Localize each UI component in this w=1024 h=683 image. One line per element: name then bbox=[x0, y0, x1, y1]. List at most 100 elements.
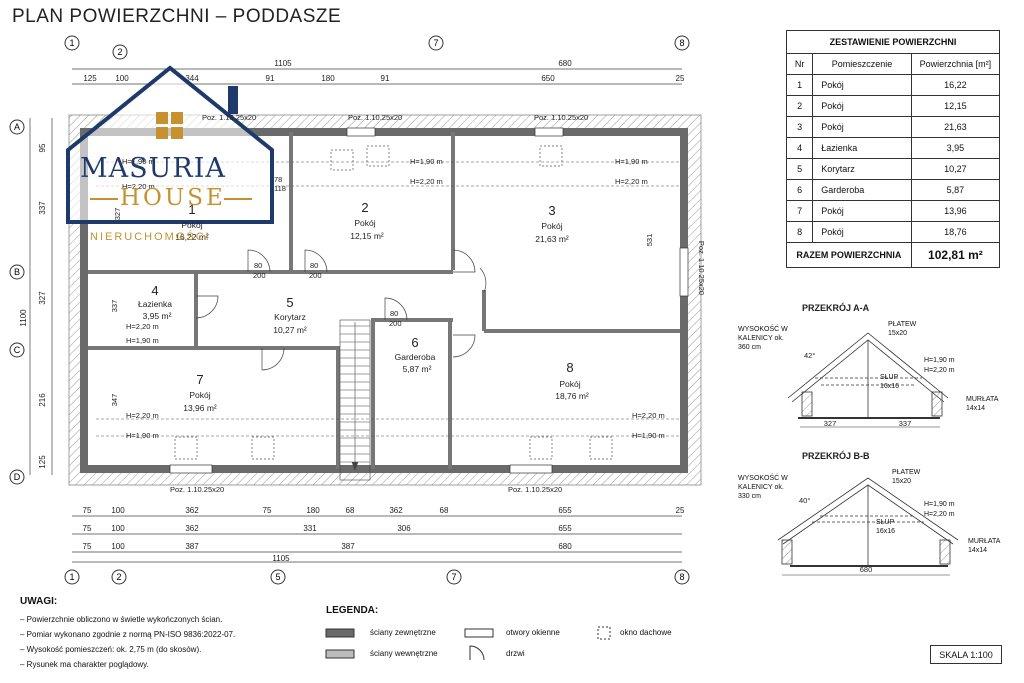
axis-bottom-5: 5 bbox=[270, 569, 286, 585]
svg-text:337: 337 bbox=[899, 419, 912, 428]
svg-text:200: 200 bbox=[309, 271, 322, 280]
svg-text:H=2,20 m: H=2,20 m bbox=[126, 322, 159, 331]
svg-text:Garderoba: Garderoba bbox=[395, 352, 436, 362]
svg-text:10,27 m²: 10,27 m² bbox=[273, 325, 307, 335]
svg-text:B: B bbox=[14, 267, 20, 277]
svg-text:327: 327 bbox=[824, 419, 837, 428]
legend-title: LEGENDA: bbox=[326, 605, 379, 616]
stair-treads bbox=[340, 325, 370, 463]
svg-text:75: 75 bbox=[83, 542, 92, 551]
svg-text:Poz. 1.10.25x20: Poz. 1.10.25x20 bbox=[348, 113, 402, 122]
svg-text:2: 2 bbox=[116, 572, 121, 582]
summary-table: ZESTAWIENIE POWIERZCHNI Nr Pomieszczenie… bbox=[785, 30, 1001, 268]
svg-text:4: 4 bbox=[151, 283, 158, 298]
axis-row-b: B bbox=[9, 264, 25, 280]
svg-text:100: 100 bbox=[111, 524, 125, 533]
scale-box: SKALA 1:100 bbox=[930, 645, 1002, 664]
svg-text:306: 306 bbox=[397, 524, 411, 533]
svg-text:344: 344 bbox=[185, 74, 199, 83]
svg-text:327: 327 bbox=[113, 208, 122, 221]
summary-total-row: RAZEM POWIERZCHNIA 102,81 m² bbox=[786, 242, 1001, 268]
svg-text:75: 75 bbox=[83, 506, 92, 515]
svg-text:5,87 m²: 5,87 m² bbox=[403, 364, 432, 374]
section-bb-height: WYSOKOŚĆ W KALENICY ok. 330 cm bbox=[738, 475, 788, 500]
svg-text:H=1,90 m: H=1,90 m bbox=[126, 336, 159, 345]
svg-text:655: 655 bbox=[558, 524, 572, 533]
svg-text:91: 91 bbox=[381, 74, 390, 83]
svg-text:Poz. 1.10.25x20: Poz. 1.10.25x20 bbox=[697, 241, 706, 295]
svg-text:H=2,20 m: H=2,20 m bbox=[126, 411, 159, 420]
svg-text:362: 362 bbox=[185, 506, 199, 515]
section-bb-labels: PRZEKRÓJ B-B 40° 680 bbox=[799, 450, 872, 574]
svg-text:331: 331 bbox=[303, 524, 317, 533]
svg-text:12,15 m²: 12,15 m² bbox=[350, 231, 384, 241]
svg-text:68: 68 bbox=[440, 506, 449, 515]
svg-text:75: 75 bbox=[263, 506, 272, 515]
svg-text:16,22 m²: 16,22 m² bbox=[175, 232, 209, 242]
svg-text:100: 100 bbox=[115, 74, 129, 83]
svg-text:Korytarz: Korytarz bbox=[274, 312, 306, 322]
svg-text:5: 5 bbox=[275, 572, 280, 582]
svg-text:8: 8 bbox=[679, 572, 684, 582]
section-aa-height: WYSOKOŚĆ W KALENICY ok. 360 cm bbox=[738, 326, 788, 351]
svg-text:H=1,90 m: H=1,90 m bbox=[410, 157, 443, 166]
svg-text:125: 125 bbox=[38, 455, 47, 469]
svg-text:H=1,90 m: H=1,90 m bbox=[122, 157, 155, 166]
section-bb-h220: H=2,20 m bbox=[924, 511, 955, 518]
svg-text:327: 327 bbox=[38, 291, 47, 305]
axis-bottom-1: 1 bbox=[64, 569, 80, 585]
svg-text:7: 7 bbox=[433, 38, 438, 48]
svg-text:21,63 m²: 21,63 m² bbox=[535, 234, 569, 244]
legend-int-walls: ściany wewnętrzne bbox=[370, 649, 438, 658]
internal-labels: 327 337 347 531 78 118 H=1,90 m H=2,20 m… bbox=[110, 113, 706, 494]
svg-text:H=2,20 m: H=2,20 m bbox=[632, 411, 665, 420]
section-aa bbox=[787, 332, 949, 428]
svg-text:3: 3 bbox=[548, 203, 555, 218]
logo-name: MASURIA bbox=[80, 153, 226, 184]
svg-text:180: 180 bbox=[321, 74, 335, 83]
section-aa-slup: SŁUP 16x16 bbox=[880, 374, 900, 390]
svg-text:Poz. 1.10.25x20: Poz. 1.10.25x20 bbox=[534, 113, 588, 122]
dim-top-total: 1105 bbox=[274, 59, 292, 68]
dim-bottom-total: 1105 bbox=[272, 554, 290, 563]
svg-text:125: 125 bbox=[83, 74, 97, 83]
svg-text:D: D bbox=[14, 472, 21, 482]
axis-row-d: D bbox=[9, 469, 25, 485]
svg-text:680: 680 bbox=[558, 542, 572, 551]
section-aa-labels: PRZEKRÓJ A-A 42° 327 337 bbox=[802, 302, 911, 428]
svg-text:C: C bbox=[14, 345, 21, 355]
svg-text:Pokój: Pokój bbox=[354, 218, 375, 228]
svg-text:387: 387 bbox=[185, 542, 199, 551]
svg-text:680: 680 bbox=[860, 565, 873, 574]
svg-text:Pokój: Pokój bbox=[541, 221, 562, 231]
legend-doors: drzwi bbox=[506, 649, 525, 658]
svg-text:200: 200 bbox=[389, 319, 402, 328]
svg-text:347: 347 bbox=[110, 394, 119, 407]
svg-text:78: 78 bbox=[274, 175, 282, 184]
stairs bbox=[339, 319, 371, 481]
wall-windows bbox=[169, 127, 689, 474]
svg-text:95: 95 bbox=[38, 143, 47, 152]
summary-total-value: 102,81 m² bbox=[910, 242, 1001, 268]
svg-text:118: 118 bbox=[274, 184, 286, 193]
svg-text:3,95 m²: 3,95 m² bbox=[143, 311, 172, 321]
svg-text:H=2,20 m: H=2,20 m bbox=[410, 177, 443, 186]
col-room: Pomieszczenie bbox=[812, 53, 912, 75]
axis-row-c: C bbox=[9, 342, 25, 358]
section-aa-platew: PŁATEW 15x20 bbox=[888, 321, 917, 337]
dim-top-right: 680 bbox=[558, 59, 572, 68]
svg-text:100: 100 bbox=[111, 542, 125, 551]
axis-top-2: 2 bbox=[112, 44, 128, 60]
dim-left-total: 1100 bbox=[19, 309, 28, 327]
axis-bottom-2: 2 bbox=[111, 569, 127, 585]
svg-text:2: 2 bbox=[117, 47, 122, 57]
svg-text:A: A bbox=[14, 122, 20, 132]
svg-text:8: 8 bbox=[679, 38, 684, 48]
svg-text:100: 100 bbox=[111, 506, 125, 515]
